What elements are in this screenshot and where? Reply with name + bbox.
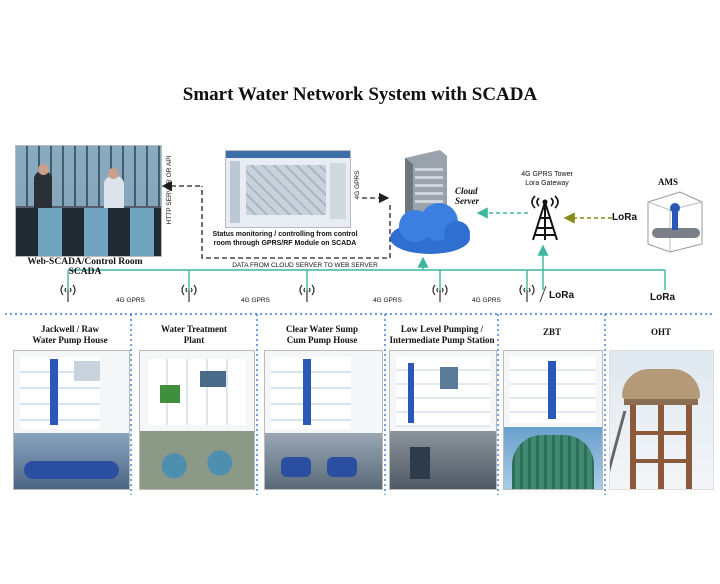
antenna-icon	[519, 284, 535, 302]
page-title: Smart Water Network System with SCADA	[182, 84, 538, 105]
oht-lora-badge: LoRa	[650, 292, 675, 303]
data-link-label: DATA FROM CLOUD SERVER TO WEB SERVER	[232, 262, 378, 269]
station-title-zbt: ZBT	[542, 327, 561, 337]
antenna-icon	[60, 284, 76, 302]
gprs-label-1: 4G GPRS	[116, 297, 145, 304]
gprs-label-2: 4G GPRS	[241, 297, 270, 304]
http-server-label: HTTP SERVER OR API	[166, 155, 173, 225]
monitoring-text: Status monitoring / controlling from con…	[212, 231, 358, 247]
control-room-photo	[15, 145, 162, 257]
zbt-lora-badge: LoRa	[549, 290, 574, 301]
gprs-label-3: 4G GPRS	[373, 297, 402, 304]
gprs-tower-icon	[531, 195, 559, 241]
station-title-oht: OHT	[650, 327, 671, 337]
cloud-to-web-link	[201, 186, 391, 259]
control-room-caption: Web-SCADA/Control Room SCADA	[27, 257, 143, 277]
clear-water-photo	[264, 350, 383, 490]
jackwell-photo	[13, 350, 130, 490]
cloud-server-icon	[390, 150, 470, 254]
gprs-label-4: 4G GPRS	[472, 297, 501, 304]
antenna-row	[60, 284, 547, 303]
station-title-low-level: Low Level Pumping /Intermediate Pump Sta…	[389, 324, 495, 345]
oht-photo	[609, 350, 714, 490]
tower-label: 4G GPRS Tower Lora Gateway	[521, 171, 573, 187]
scada-screen	[225, 150, 351, 228]
cloud-server-label: Cloud Server	[455, 186, 479, 206]
low-level-photo	[389, 350, 497, 490]
antenna-icon	[432, 284, 448, 302]
wtp-photo	[139, 350, 255, 490]
antenna-icon	[181, 284, 197, 302]
ams-label: AMS	[658, 177, 678, 187]
gprs-vertical-label: 4G GPRS	[354, 170, 361, 200]
ams-meter-icon	[647, 191, 703, 253]
antenna-icon	[299, 284, 315, 302]
ams-lora-badge: LoRa	[612, 212, 637, 223]
zbt-photo	[503, 350, 603, 490]
